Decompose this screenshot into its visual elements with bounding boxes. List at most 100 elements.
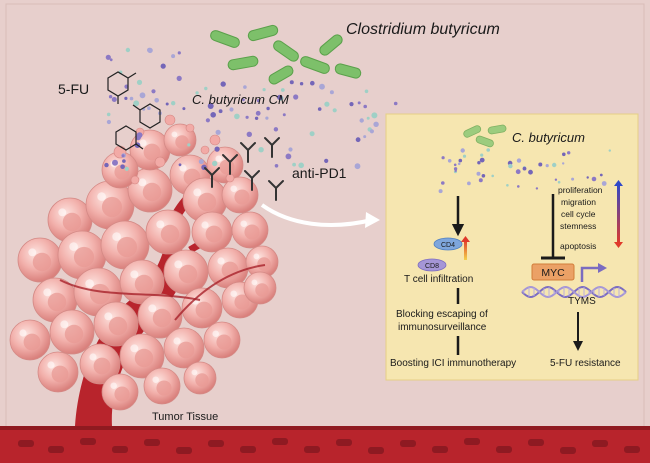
metabolite-dot [571, 177, 575, 181]
particle [371, 112, 378, 119]
cd8-label: CD8 [425, 263, 439, 270]
5-fu-molecule-icon [115, 125, 144, 151]
particle [139, 92, 146, 99]
cd8-marker [417, 258, 447, 272]
metabolite-dot [552, 162, 557, 168]
particle [215, 129, 221, 135]
particle [111, 97, 117, 102]
metabolite-dot [478, 178, 483, 183]
particle [299, 82, 304, 86]
cell-fragment [130, 175, 140, 185]
increase-indicator-head [461, 236, 470, 242]
tumor-cell [183, 361, 217, 395]
particle [393, 101, 398, 106]
particle [195, 91, 199, 95]
particle [133, 100, 140, 107]
particle [364, 89, 369, 94]
metabolite-dot [599, 173, 603, 177]
particle [289, 80, 294, 85]
drug-label: 5-FU [58, 81, 89, 97]
particle [288, 147, 293, 152]
metabolite-dot [554, 178, 558, 181]
metabolite-dot [477, 161, 481, 165]
tumor-cell [243, 271, 277, 305]
cd4-marker [433, 237, 463, 251]
curved-arrow-head [365, 212, 380, 228]
metabolite-dot [562, 152, 566, 157]
particle [317, 107, 322, 111]
tumor-cell [100, 220, 150, 270]
tumor-cell [9, 319, 51, 361]
tumor-cell [143, 367, 181, 405]
particle [373, 121, 379, 128]
particle [246, 131, 252, 137]
particle [124, 96, 128, 100]
metabolite-dot [535, 187, 539, 190]
particle [319, 83, 325, 90]
cell-fragment [154, 156, 166, 168]
cd4-label: CD4 [441, 242, 455, 249]
particle [366, 116, 370, 120]
tumor-cell [145, 209, 191, 255]
metabolite-dot [438, 189, 443, 194]
particle [151, 89, 156, 94]
metabolite-dot [508, 163, 513, 169]
particle [121, 154, 125, 158]
particle [369, 129, 374, 134]
tumor-cell [203, 321, 241, 359]
particle [120, 164, 125, 169]
particle [182, 107, 186, 111]
particle [171, 101, 176, 106]
particle [277, 94, 283, 101]
metabolite-dot [491, 174, 495, 178]
particle [105, 54, 111, 60]
process-label: stemness [560, 221, 596, 231]
particle [187, 143, 191, 147]
metabolite-dot [447, 159, 452, 163]
metabolite-dot [608, 149, 611, 152]
metabolite-dot [567, 151, 571, 155]
particle [210, 112, 216, 118]
blood-vessel-bottom [0, 426, 650, 463]
particle [243, 85, 247, 89]
metabolite-dots [438, 148, 611, 194]
t-cell-label: T cell infiltration [404, 274, 473, 285]
metabolite-dot [453, 167, 458, 171]
tumor-cell [93, 301, 139, 347]
5-fu-molecule-icon [132, 103, 161, 129]
transcription-arrow [580, 266, 600, 282]
process-label: cell cycle [561, 209, 596, 219]
metabolite-dot [538, 162, 543, 167]
transcription-arrow-head [598, 263, 607, 273]
particle [292, 162, 296, 167]
particle [280, 88, 285, 92]
resistance-label: 5-FU resistance [550, 358, 621, 369]
tumor-cell [245, 245, 279, 279]
cell-fragment [209, 134, 221, 146]
particle [124, 166, 129, 171]
dna-helix-icon [521, 285, 627, 299]
blocking-label-line2: immunosurveillance [398, 322, 487, 333]
particle [242, 98, 245, 102]
particle [265, 116, 269, 120]
panel-bacterium-label: C. butyricum [512, 130, 585, 145]
bacteria-icon [463, 124, 507, 148]
5-fu-molecule-icon [107, 71, 137, 104]
particle [176, 75, 182, 81]
myc-label: MYC [541, 267, 565, 279]
cell-fragment [164, 114, 176, 126]
mechanism-panel: C. butyricum CD4 CD8 T cell infiltration… [385, 113, 639, 381]
particle [160, 63, 166, 69]
particle [324, 158, 329, 163]
particle [171, 54, 176, 59]
particle [310, 80, 315, 86]
tyms-label: TYMS [568, 296, 596, 307]
metabolite-dot [467, 181, 471, 186]
metabolite-dot [480, 153, 484, 157]
cell-fragment [185, 123, 195, 133]
tumor-cell [49, 309, 95, 355]
particle [220, 81, 226, 87]
particle [355, 137, 361, 143]
tumor-cell [163, 123, 197, 157]
metabolite-dot [591, 176, 597, 182]
